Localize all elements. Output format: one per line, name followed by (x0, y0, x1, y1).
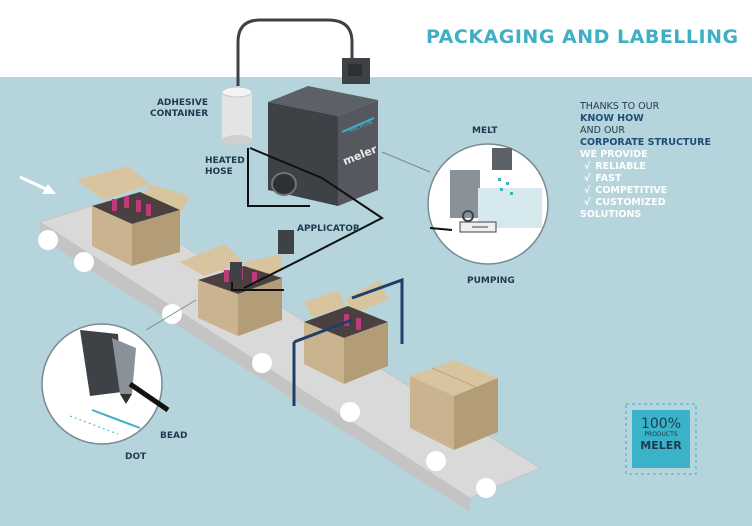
hose-label-line1: HEATED (205, 156, 245, 166)
dot-label: DOT (125, 452, 147, 462)
info-line-2: KNOW HOW (580, 113, 644, 124)
direction-arrow-icon (19, 175, 56, 194)
check-icon: √ (584, 185, 591, 196)
melt-detail-circle (427, 143, 549, 265)
adhesive-label-line1: ADHESIVE (156, 98, 208, 108)
info-line-4: CORPORATE STRUCTURE (580, 137, 711, 148)
bead-label: BEAD (160, 431, 188, 441)
check-icon: √ (584, 173, 591, 184)
badge-brand: MELER (640, 439, 682, 452)
box-closed (410, 360, 498, 450)
applicator-label: APPLICATOR (297, 224, 360, 234)
adhesive-container-label: ADHESIVE CONTAINER (150, 98, 208, 120)
info-line-1: THANKS TO OUR (580, 101, 660, 112)
box-open-1 (76, 166, 190, 266)
info-line-3: AND OUR (580, 125, 625, 136)
melt-label: MELT (472, 126, 498, 136)
badge-sub: PRODUCTS (644, 431, 678, 438)
info-line-last: SOLUTIONS (580, 209, 642, 220)
meler-badge: 100% PRODUCTS MELER (632, 410, 690, 468)
info-line-5: WE PROVIDE (580, 149, 648, 160)
benefit-label: COMPETITIVE (595, 185, 668, 196)
benefit-label: RELIABLE (595, 161, 646, 172)
check-icon: √ (584, 197, 591, 208)
bead-detail-circle (41, 299, 197, 445)
benefits-panel: THANKS TO OUR KNOW HOW AND OUR CORPORATE… (580, 101, 711, 221)
melter-unit (268, 58, 378, 206)
adhesive-label-line2: CONTAINER (150, 109, 209, 119)
benefit-label: CUSTOMIZED (595, 197, 666, 208)
page-title: PACKAGING AND LABELLING (426, 26, 739, 48)
benefit-item: √ FAST (580, 173, 711, 185)
adhesive-container (221, 86, 253, 145)
hose-label-line2: HOSE (205, 167, 233, 177)
heated-hose-label: HEATED HOSE (205, 156, 245, 178)
benefit-item: √ COMPETITIVE (580, 185, 711, 197)
benefit-item: √ RELIABLE (580, 161, 711, 173)
check-icon: √ (584, 161, 591, 172)
benefit-item: √ CUSTOMIZED (580, 197, 711, 209)
benefit-label: FAST (595, 173, 622, 184)
pumping-label: PUMPING (467, 276, 515, 286)
badge-percent: 100% (640, 416, 682, 432)
applicator-gun (230, 230, 294, 282)
